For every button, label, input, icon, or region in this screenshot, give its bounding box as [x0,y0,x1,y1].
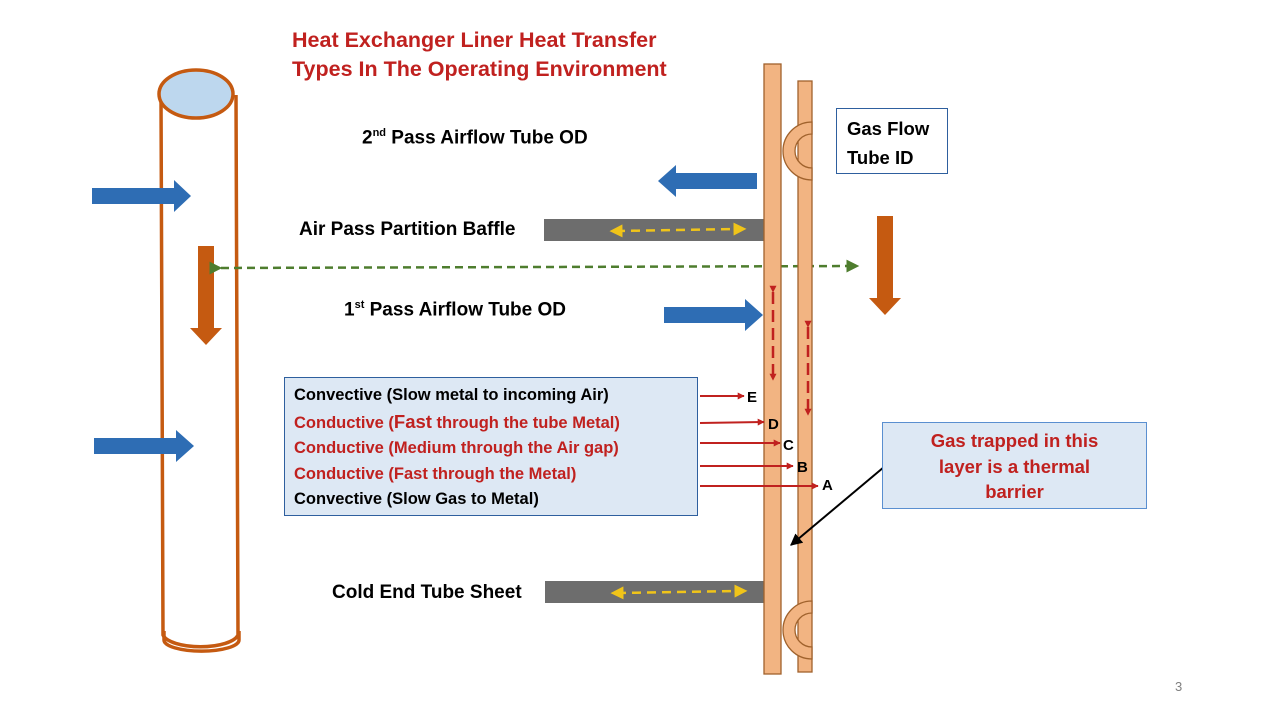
legend-row-d-tail: through the tube Metal) [431,413,620,432]
cold-end-label: Cold End Tube Sheet [332,582,522,603]
legend-row-a: Convective (Slow Gas to Metal) [294,487,688,513]
tube-top-opening [157,68,235,120]
legend-row-c: Conductive (Medium through the Air gap) [294,436,688,462]
gas-flow-line-2: Tube ID [847,147,914,168]
callout-line-2: layer is a thermal [938,455,1091,477]
legend-row-e-tail: Slow metal to incoming Air) [392,386,609,404]
legend-row-c-tail: Medium through the Air gap) [393,439,619,457]
gas-airflow-link-arrow [209,259,860,275]
second-pass-text: Pass Airflow Tube OD [386,127,588,149]
legend-row-d: Conductive (Fast through the tube Metal) [294,409,688,437]
left-tube [157,68,241,653]
diagram-title: Heat Exchanger Liner Heat Transfer Types… [292,26,722,84]
first-pass-suffix: st [354,299,365,311]
legend-row-b: Conductive (Fast through the Metal) [294,462,688,488]
legend-row-b-tail: Fast through the Metal) [393,464,577,483]
legend-row-a-tail: Slow Gas to Metal) [392,490,539,508]
legend-row-d-lead: Conductive ( [294,413,394,432]
legend-row-c-lead: Conductive ( [294,439,394,457]
first-pass-number: 1 [344,299,355,321]
legend-row-d-emphasis: Fast [393,410,432,432]
airflow-arrow-first-pass [664,299,763,331]
path-letter-a: A [822,477,833,494]
page-number: 3 [1175,679,1183,694]
airflow-arrow-left-upper [92,180,191,212]
legend-row-b-lead: Conductive ( [294,464,394,483]
callout-line-3: barrier [985,481,1044,502]
airflow-arrow-second-pass [658,165,757,197]
heat-path-arrow-d [699,418,765,426]
title-line-1: Heat Exchanger Liner Heat Transfer [292,28,657,52]
legend-row-a-lead: Convective ( [294,490,393,508]
thermal-barrier-callout: Gas trapped in this layer is a thermal b… [882,422,1147,509]
second-pass-number: 2 [362,127,373,149]
legend-row-e-lead: Convective ( [294,386,393,404]
thermal-barrier-pointer [790,466,885,546]
airflow-arrow-left-lower [94,430,194,462]
second-pass-label: 2nd Pass Airflow Tube OD [362,127,588,149]
first-pass-text: Pass Airflow Tube OD [364,299,567,321]
second-pass-suffix: nd [372,127,387,139]
heat-transfer-legend: Convective (Slow metal to incoming Air) … [284,377,698,516]
gas-flow-line-1: Gas Flow [847,118,930,139]
tube-sheet-yellow-arrow [610,584,748,600]
gas-flow-box: Gas Flow Tube ID [836,108,948,174]
liner-spacer-bottom [782,600,813,660]
path-letter-d: D [768,416,779,433]
partition-baffle-label: Air Pass Partition Baffle [299,219,516,240]
baffle-yellow-arrow [609,222,747,238]
liner-spacer-top [782,121,813,181]
path-letter-b: B [797,459,808,476]
title-line-2: Types In The Operating Environment [292,57,667,81]
down-arrow-gas [869,216,901,315]
callout-line-1: Gas trapped in this [930,430,1099,451]
first-pass-label: 1st Pass Airflow Tube OD [344,299,566,321]
legend-row-e: Convective (Slow metal to incoming Air) [294,383,688,409]
path-letter-e: E [747,389,758,406]
path-letter-c: C [783,437,794,454]
